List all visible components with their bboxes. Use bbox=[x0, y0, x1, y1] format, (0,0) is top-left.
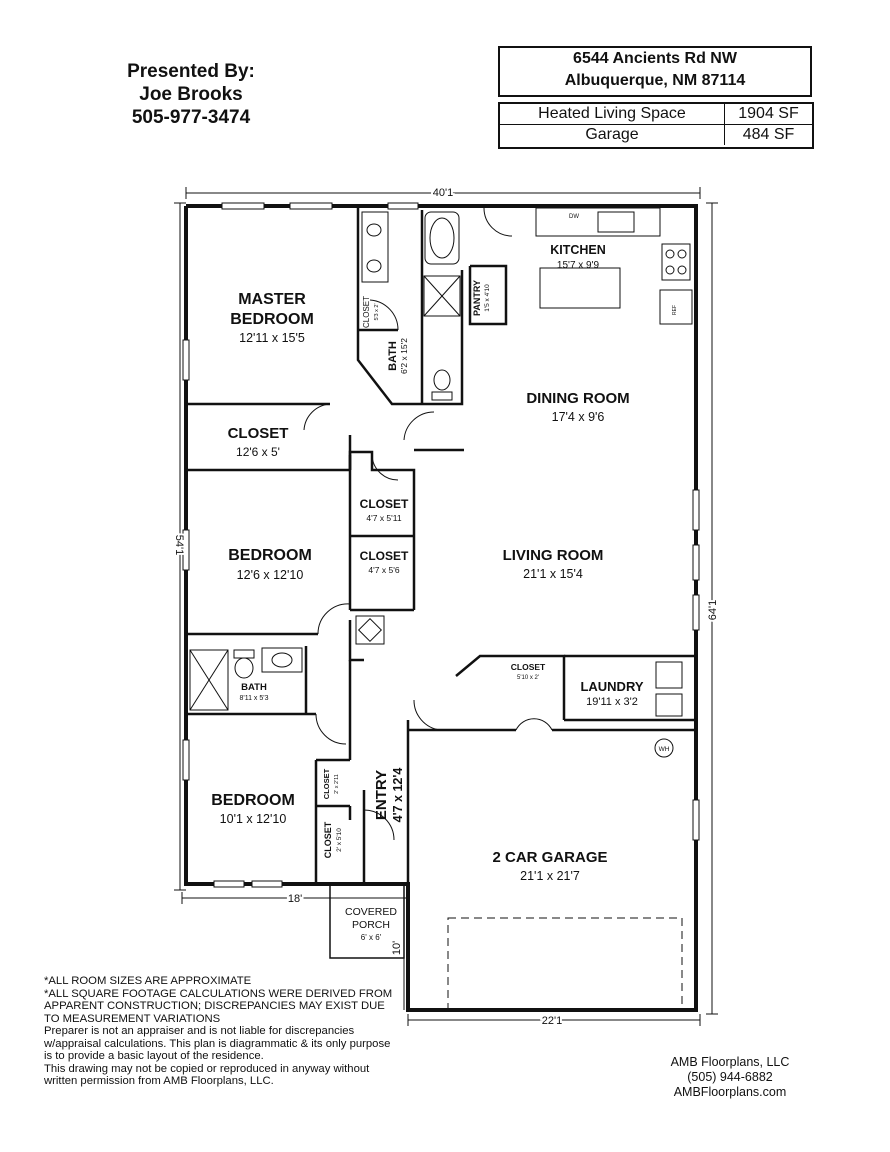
room-porch-label-1: COVERED bbox=[345, 906, 397, 918]
room-master-closet-label: CLOSET bbox=[362, 296, 371, 328]
room-bedroom-3-label: BEDROOM bbox=[211, 792, 295, 809]
address-box: 6544 Ancients Rd NW Albuquerque, NM 8711… bbox=[498, 46, 812, 97]
room-garage-size: 21'1 x 21'7 bbox=[520, 869, 580, 883]
room-entry-closet-1-size: 2' x 2'11 bbox=[334, 774, 340, 794]
room-master-bedroom-label-1: MASTER bbox=[238, 291, 306, 308]
note-line: Preparer is not an appraiser and is not … bbox=[44, 1025, 391, 1062]
room-laundry-size: 19'11 x 3'2 bbox=[586, 696, 638, 708]
company-name: AMB Floorplans, LLC bbox=[670, 1055, 790, 1069]
sf-row-garage: Garage 484 SF bbox=[500, 124, 812, 145]
dim-garage-width: 22'1 bbox=[542, 1015, 562, 1027]
sf-value-heated: 1904 SF bbox=[738, 105, 799, 122]
room-bath-2-size: 8'11 x 5'3 bbox=[239, 695, 268, 702]
room-pantry-label: PANTRY bbox=[472, 280, 482, 316]
room-closet-large-label: CLOSET bbox=[228, 425, 289, 442]
room-pantry-size: 1'5 x 4'10 bbox=[484, 284, 491, 312]
sf-label-garage: Garage bbox=[500, 125, 725, 145]
room-closet-b-size: 4'7 x 5'6 bbox=[368, 565, 399, 575]
company-block: AMB Floorplans, LLC (505) 944-6882 AMBFl… bbox=[640, 1055, 820, 1100]
room-dining-label: DINING ROOM bbox=[526, 390, 629, 407]
room-entry-closet-1-label: CLOSET bbox=[322, 768, 331, 799]
room-dining-size: 17'4 x 9'6 bbox=[552, 410, 605, 424]
room-kitchen-label: KITCHEN bbox=[550, 243, 606, 257]
disclaimer-notes: *ALL ROOM SIZES ARE APPROXIMATE *ALL SQU… bbox=[44, 975, 394, 1088]
room-kitchen-size: 15'7 x 9'9 bbox=[557, 260, 600, 271]
room-closet-large-size: 12'6 x 5' bbox=[236, 445, 280, 459]
room-closet-a-size: 4'7 x 5'11 bbox=[366, 513, 401, 523]
room-entry-closet-2-size: 2' x 5'10 bbox=[336, 828, 343, 852]
room-entry-size: 4'7 x 12'4 bbox=[391, 768, 405, 823]
fixture-dishwasher: DW bbox=[569, 214, 579, 220]
company-phone: (505) 944-6882 bbox=[687, 1070, 773, 1084]
fixture-refrigerator: REF bbox=[672, 305, 678, 315]
company-website: AMBFloorplans.com bbox=[673, 1085, 787, 1099]
presenter-block: Presented By: Joe Brooks 505-977-3474 bbox=[96, 60, 286, 129]
room-bath-2-label: BATH bbox=[241, 682, 267, 693]
room-entry-label: ENTRY bbox=[373, 770, 390, 820]
sf-value-garage: 484 SF bbox=[742, 126, 795, 143]
room-master-bedroom-size: 12'11 x 15'5 bbox=[239, 331, 305, 345]
fixture-water-heater: WH bbox=[659, 746, 670, 753]
interior-walls bbox=[186, 206, 696, 884]
sf-label-heated: Heated Living Space bbox=[500, 104, 725, 124]
room-bedroom-3-size: 10'1 x 12'10 bbox=[220, 812, 287, 826]
address-city: Albuquerque, NM 87114 bbox=[564, 72, 746, 89]
door-swings bbox=[303, 207, 553, 841]
address-street: 6544 Ancients Rd NW bbox=[573, 50, 737, 67]
dim-porch-offset: 10' bbox=[391, 941, 403, 955]
room-master-bath-size: 6'2 x 15'2 bbox=[399, 338, 409, 374]
room-bedroom-2-size: 12'6 x 12'10 bbox=[237, 568, 304, 582]
presenter-phone: 505-977-3474 bbox=[131, 107, 251, 128]
dim-right-depth: 64'1 bbox=[707, 600, 719, 620]
presenter-name: Joe Brooks bbox=[139, 84, 243, 105]
exterior-walls bbox=[184, 204, 698, 1012]
dimension-lines bbox=[174, 187, 718, 1026]
room-master-bedroom-label-2: BEDROOM bbox=[230, 311, 314, 328]
note-line: *ALL ROOM SIZES ARE APPROXIMATE bbox=[44, 975, 252, 987]
room-porch-label-2: PORCH bbox=[352, 919, 390, 931]
room-master-bath-label: BATH bbox=[387, 341, 399, 371]
note-line: This drawing may not be copied or reprod… bbox=[44, 1062, 370, 1088]
dim-left-depth: 54'1 bbox=[173, 535, 185, 555]
room-living-size: 21'1 x 15'4 bbox=[523, 567, 583, 581]
room-entry-closet-2-label: CLOSET bbox=[323, 821, 333, 858]
room-garage-label: 2 CAR GARAGE bbox=[492, 849, 607, 866]
room-laundry-closet-label: CLOSET bbox=[511, 662, 546, 672]
dim-top-width: 40'1 bbox=[433, 187, 453, 199]
note-line: *ALL SQUARE FOOTAGE CALCULATIONS WERE DE… bbox=[44, 987, 393, 1025]
dim-bottom-left: 18' bbox=[288, 893, 302, 905]
square-footage-table: Heated Living Space 1904 SF Garage 484 S… bbox=[498, 102, 814, 149]
room-living-label: LIVING ROOM bbox=[503, 547, 604, 564]
room-bedroom-2-label: BEDROOM bbox=[228, 547, 312, 564]
sf-row-heated: Heated Living Space 1904 SF bbox=[500, 104, 812, 124]
room-porch-size: 6' x 6' bbox=[361, 933, 382, 942]
windows bbox=[182, 202, 700, 888]
room-closet-a-label: CLOSET bbox=[360, 497, 409, 511]
presenter-label: Presented By: bbox=[127, 61, 255, 82]
room-closet-b-label: CLOSET bbox=[360, 549, 409, 563]
room-laundry-label: LAUNDRY bbox=[580, 679, 643, 694]
room-laundry-closet-size: 5'10 x 2' bbox=[517, 675, 539, 681]
fixtures bbox=[189, 207, 693, 1011]
room-master-closet-size: 5'3 x 2' bbox=[374, 303, 380, 320]
